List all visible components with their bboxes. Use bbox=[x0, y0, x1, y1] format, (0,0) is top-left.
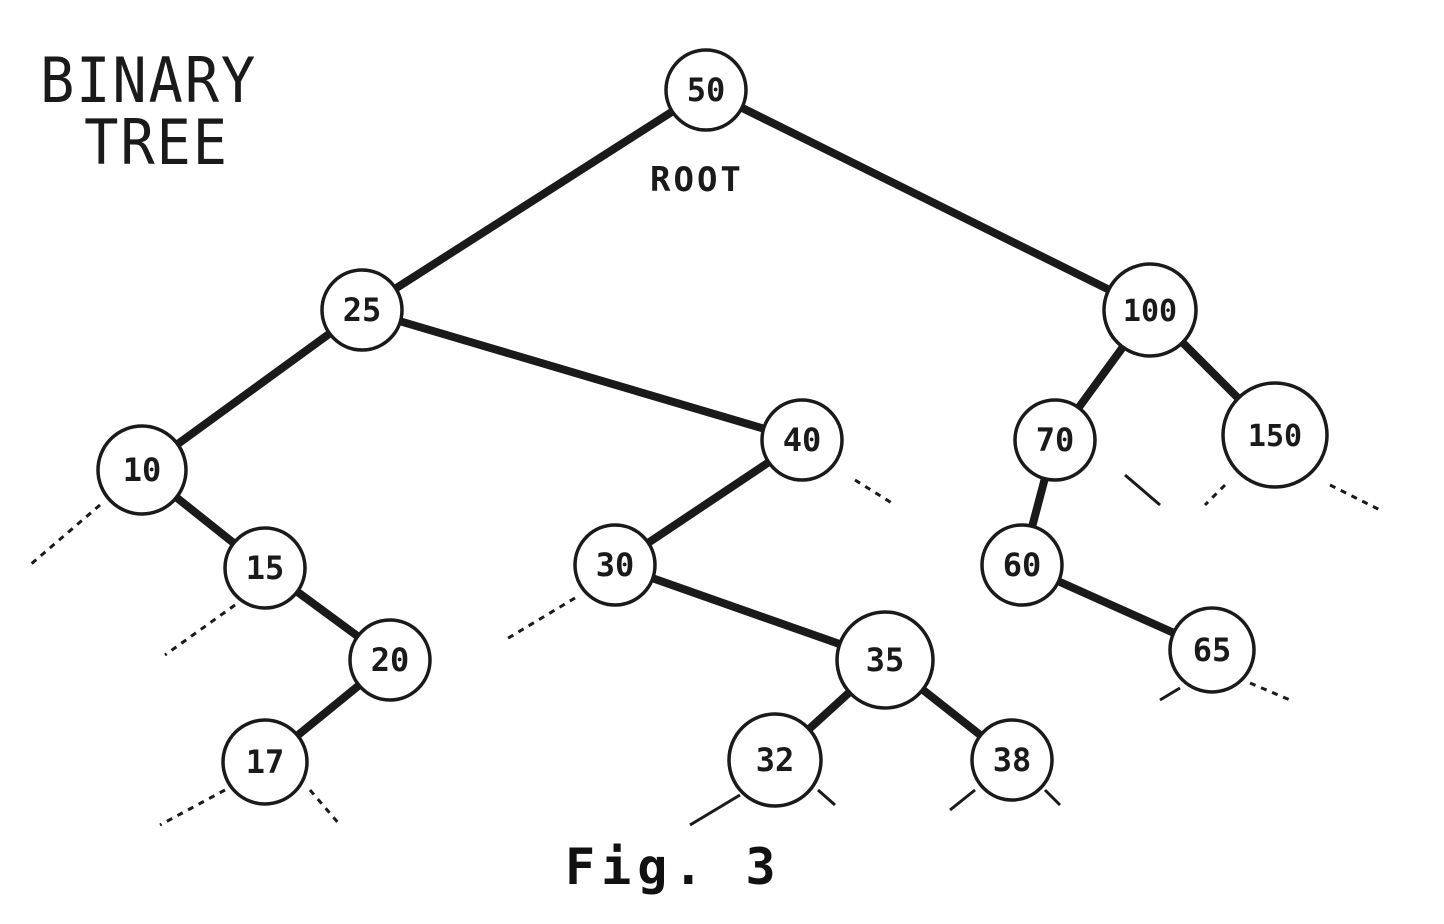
node-value: 30 bbox=[596, 546, 635, 584]
edge-25-40 bbox=[358, 306, 806, 444]
null-link-stub bbox=[308, 789, 342, 826]
tree-node-65: 65 bbox=[1168, 606, 1256, 694]
null-link-stub bbox=[817, 788, 836, 807]
node-circle bbox=[223, 526, 307, 610]
node-circle bbox=[1013, 398, 1097, 482]
tree-node-100: 100 bbox=[1102, 262, 1198, 358]
node-value: 100 bbox=[1123, 294, 1177, 329]
node-value: 50 bbox=[687, 71, 726, 109]
tree-node-20: 20 bbox=[348, 618, 432, 702]
null-pointer-stubs bbox=[29, 473, 1381, 827]
tree-nodes: 50 25 100 10 40 70 150 15 30 60 20 35 65 17 32 38 bbox=[96, 48, 1329, 808]
tree-node-35: 35 bbox=[835, 610, 935, 710]
node-value: 10 bbox=[123, 451, 162, 489]
node-value: 17 bbox=[246, 743, 285, 781]
null-link-stub bbox=[1159, 686, 1181, 702]
null-link-stub bbox=[1329, 483, 1381, 512]
title-line-1: BINARY bbox=[40, 44, 258, 117]
node-circle bbox=[573, 523, 657, 607]
node-value: 60 bbox=[1003, 546, 1042, 584]
edge-50-100 bbox=[702, 86, 1154, 314]
null-link-stub bbox=[949, 788, 976, 812]
tree-node-17: 17 bbox=[221, 718, 309, 806]
node-circle bbox=[320, 268, 404, 352]
node-circle bbox=[835, 610, 935, 710]
tree-node-32: 32 bbox=[727, 712, 823, 808]
node-value: 40 bbox=[783, 421, 822, 459]
node-circle bbox=[96, 424, 188, 516]
tree-node-60: 60 bbox=[980, 523, 1064, 607]
null-link-stub bbox=[164, 603, 236, 657]
null-link-stub bbox=[689, 793, 741, 827]
node-circle bbox=[970, 718, 1054, 802]
node-value: 150 bbox=[1248, 419, 1302, 454]
figure-title: BINARY TREE bbox=[40, 50, 257, 174]
node-circle bbox=[1102, 262, 1198, 358]
tree-node-30: 30 bbox=[573, 523, 657, 607]
tree-node-25: 25 bbox=[320, 268, 404, 352]
tree-edges bbox=[138, 86, 1279, 766]
node-circle bbox=[664, 48, 748, 132]
null-link-stub bbox=[1249, 681, 1291, 702]
node-value: 20 bbox=[371, 641, 410, 679]
tree-node-70: 70 bbox=[1013, 398, 1097, 482]
node-value: 32 bbox=[756, 741, 795, 779]
tree-node-50: 50 bbox=[664, 48, 748, 132]
node-circle bbox=[1221, 381, 1329, 489]
node-value: 15 bbox=[246, 549, 285, 587]
null-link-stub bbox=[29, 503, 101, 567]
node-value: 70 bbox=[1036, 421, 1075, 459]
node-circle bbox=[1168, 606, 1256, 694]
node-value: 25 bbox=[343, 291, 382, 329]
tree-node-15: 15 bbox=[223, 526, 307, 610]
node-circle bbox=[760, 398, 844, 482]
null-link-stub bbox=[159, 788, 226, 827]
null-link-stub bbox=[1043, 788, 1062, 807]
edge-50-25 bbox=[358, 86, 710, 314]
figure-caption: Fig. 3 bbox=[565, 838, 782, 896]
node-circle bbox=[348, 618, 432, 702]
null-link-stub bbox=[504, 596, 576, 642]
node-value: 65 bbox=[1193, 631, 1232, 669]
null-link-stub bbox=[1124, 473, 1161, 507]
node-value: 38 bbox=[993, 741, 1032, 779]
node-circle bbox=[980, 523, 1064, 607]
title-line-2: TREE bbox=[84, 106, 229, 179]
null-link-stub bbox=[854, 478, 896, 507]
tree-node-10: 10 bbox=[96, 424, 188, 516]
null-link-stub bbox=[1203, 483, 1227, 507]
node-value: 35 bbox=[866, 641, 905, 679]
tree-node-40: 40 bbox=[760, 398, 844, 482]
tree-node-38: 38 bbox=[970, 718, 1054, 802]
root-label: ROOT bbox=[650, 160, 744, 200]
node-circle bbox=[221, 718, 309, 806]
node-circle bbox=[727, 712, 823, 808]
tree-node-150: 150 bbox=[1221, 381, 1329, 489]
